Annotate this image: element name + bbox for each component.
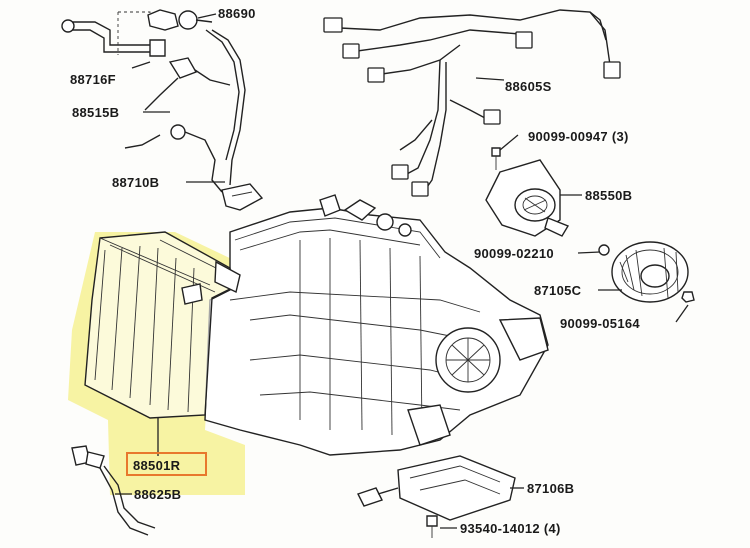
sensor-wire-icon xyxy=(71,445,156,536)
label-90099-05164: 90099-05164 xyxy=(560,316,640,331)
label-88710B: 88710B xyxy=(112,175,159,190)
label-93540-14012: 93540-14012 (4) xyxy=(460,521,561,536)
label-88605S: 88605S xyxy=(505,79,552,94)
label-87106B: 87106B xyxy=(527,481,574,496)
pipe-assembly-icon xyxy=(61,9,231,111)
blower-fan-icon xyxy=(598,241,695,303)
label-88716F: 88716F xyxy=(70,72,116,87)
wire-harness-icon xyxy=(323,9,621,197)
evaporator-core-icon xyxy=(84,231,241,419)
blower-motor-icon xyxy=(485,147,570,237)
label-90099-02210: 90099-02210 xyxy=(474,246,554,261)
label-88515B: 88515B xyxy=(72,105,119,120)
label-88690: 88690 xyxy=(218,6,256,21)
part-labels: 88690 88716F 88515B 88710B 88605S 90099-… xyxy=(70,6,640,536)
thermistor-icon xyxy=(124,29,264,211)
label-88550B: 88550B xyxy=(585,188,632,203)
label-87105C: 87105C xyxy=(534,283,582,298)
label-88625B: 88625B xyxy=(134,487,181,502)
label-90099-00947: 90099-00947 (3) xyxy=(528,129,629,144)
leader-lines xyxy=(115,13,689,529)
highlight-box xyxy=(126,452,207,476)
heater-unit-housing-icon xyxy=(204,194,549,456)
label-88501R: 88501R xyxy=(133,458,181,473)
blower-resistor-icon xyxy=(357,455,516,538)
